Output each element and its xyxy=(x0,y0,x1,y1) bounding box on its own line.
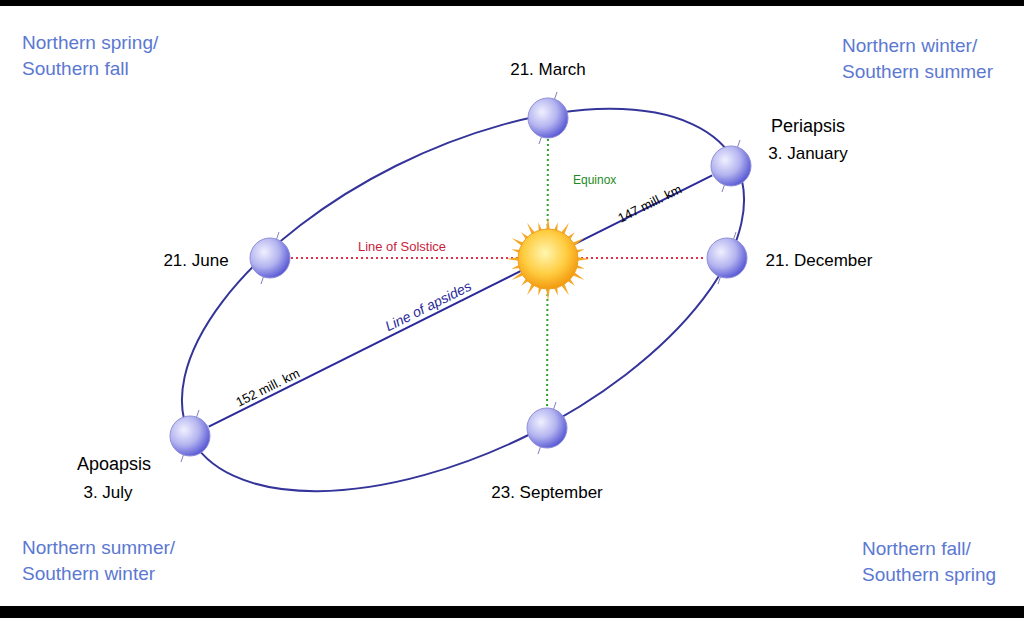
bottom-bar xyxy=(0,606,1024,618)
earth-position: Apoapsis3. July xyxy=(169,415,211,457)
date-label: 21. December xyxy=(766,251,873,271)
earth-position: 23. September xyxy=(526,407,568,449)
earth-position: 21. December xyxy=(706,237,748,279)
season-label: Northern winter/ Southern summer xyxy=(842,33,1012,85)
season-label: Northern summer/ Southern winter xyxy=(22,535,182,587)
orbit-line xyxy=(291,257,706,259)
distance-label: 152 mill. km xyxy=(234,365,303,409)
date-label: 21. June xyxy=(163,251,228,271)
earth-symbol xyxy=(527,97,569,139)
date-label: 3. January xyxy=(768,144,847,164)
orbit-point-name: Apoapsis xyxy=(77,454,151,475)
line-label: Line of apsides xyxy=(382,278,473,334)
earth-position: 21. June xyxy=(249,237,291,279)
date-label: 21. March xyxy=(510,60,586,80)
season-label: Northern fall/ Southern spring xyxy=(862,536,1022,588)
earth-symbol xyxy=(526,407,568,449)
earth-symbol xyxy=(706,237,748,279)
top-bar xyxy=(0,0,1024,6)
line-label: Equinox xyxy=(573,173,616,187)
orbit-ellipse xyxy=(123,30,803,571)
earth-symbol xyxy=(710,145,752,187)
earth-position: Periapsis3. January xyxy=(710,145,752,187)
earth-position: 21. March xyxy=(527,97,569,139)
earth-symbol xyxy=(169,415,211,457)
line-label: Line of Solstice xyxy=(358,239,446,254)
orbit-line xyxy=(209,175,712,426)
season-label: Northern spring/ Southern fall xyxy=(22,30,182,82)
date-label: 23. September xyxy=(491,483,603,503)
distance-label: 147 mill. km xyxy=(616,181,685,225)
earth-symbol xyxy=(249,237,291,279)
orbit-point-name: Periapsis xyxy=(771,116,845,137)
date-label: 3. July xyxy=(83,483,132,503)
